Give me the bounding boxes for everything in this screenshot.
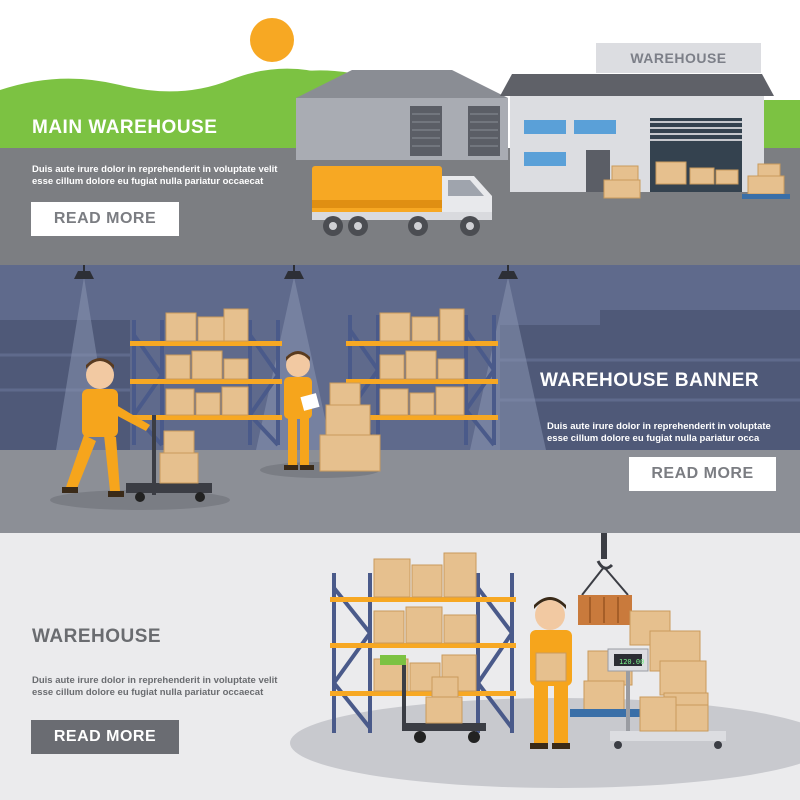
banner-description-line: Duis aute irure dolor in reprehenderit i… (32, 675, 278, 686)
truck-icon (312, 166, 492, 236)
scale-icon (607, 648, 726, 749)
warehouse-banner: WAREHOUSE BANNER Duis aute irure dolor i… (0, 265, 800, 533)
banner-description-line: Duis aute irure dolor in reprehenderit i… (547, 421, 771, 432)
warehouse-interior-illustration (0, 265, 800, 533)
banner-description-line: esse cillum dolore eu fugiat nulla paria… (32, 687, 264, 698)
main-warehouse-banner: WAREHOUSE MAIN WAREHOUSE Duis aute irure… (0, 0, 800, 265)
read-more-button[interactable]: READ MORE (31, 720, 179, 754)
sun-icon (250, 18, 294, 62)
banner-title: WAREHOUSE BANNER (540, 370, 760, 391)
shelf-icon (330, 552, 516, 733)
banner-description-line: esse cillum dolore eu fugiat nulla paria… (32, 176, 264, 187)
box-icon (319, 382, 381, 472)
warehouse-sign: WAREHOUSE (596, 43, 761, 73)
banner-description: Duis aute irure dolor in reprehenderit i… (32, 675, 277, 699)
banner-title: MAIN WAREHOUSE (32, 117, 218, 138)
pallet-jack-icon (126, 415, 212, 502)
warehouse-scale-illustration (290, 533, 800, 788)
banner-description-line: esse cillum dolore eu fugiat nulla paria… (547, 433, 760, 444)
crane-hook-icon (578, 533, 632, 625)
banner-description-line: Duis aute irure dolor in reprehenderit i… (32, 164, 278, 175)
worker-icon (284, 351, 320, 470)
read-more-button[interactable]: READ MORE (629, 457, 776, 491)
cart-icon (380, 655, 486, 743)
warehouse-info-banner: 120.00 WAREHOUSE Duis aute irure dolor i… (0, 533, 800, 800)
worker-icon (62, 358, 150, 497)
worker-icon (530, 597, 572, 749)
read-more-button[interactable]: READ MORE (31, 202, 179, 236)
scale-display: 120.00 (619, 658, 645, 666)
banner-description: Duis aute irure dolor in reprehenderit i… (547, 421, 771, 445)
banner-description: Duis aute irure dolor in reprehenderit i… (32, 164, 277, 188)
banner-title: WAREHOUSE (32, 626, 162, 647)
